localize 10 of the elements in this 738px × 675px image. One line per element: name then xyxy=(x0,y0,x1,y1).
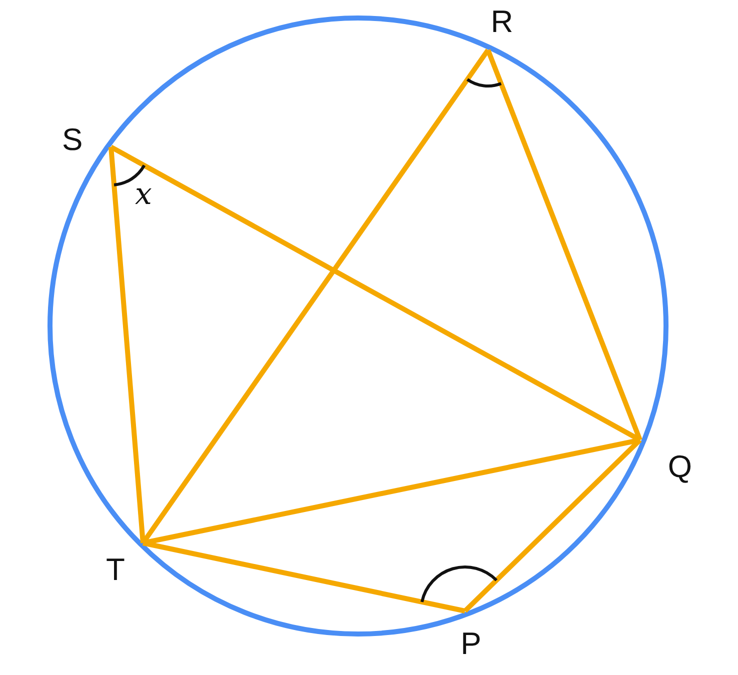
point-label: R xyxy=(486,6,518,50)
chord-line xyxy=(108,146,146,544)
point-label: T xyxy=(106,543,143,585)
point-label: Q xyxy=(640,440,692,482)
point-label: S xyxy=(62,118,111,160)
chord-line xyxy=(463,438,642,613)
angle-label: x xyxy=(135,180,152,210)
point-label: P xyxy=(455,611,487,659)
chord-line xyxy=(142,540,466,614)
chord-line xyxy=(486,49,642,441)
